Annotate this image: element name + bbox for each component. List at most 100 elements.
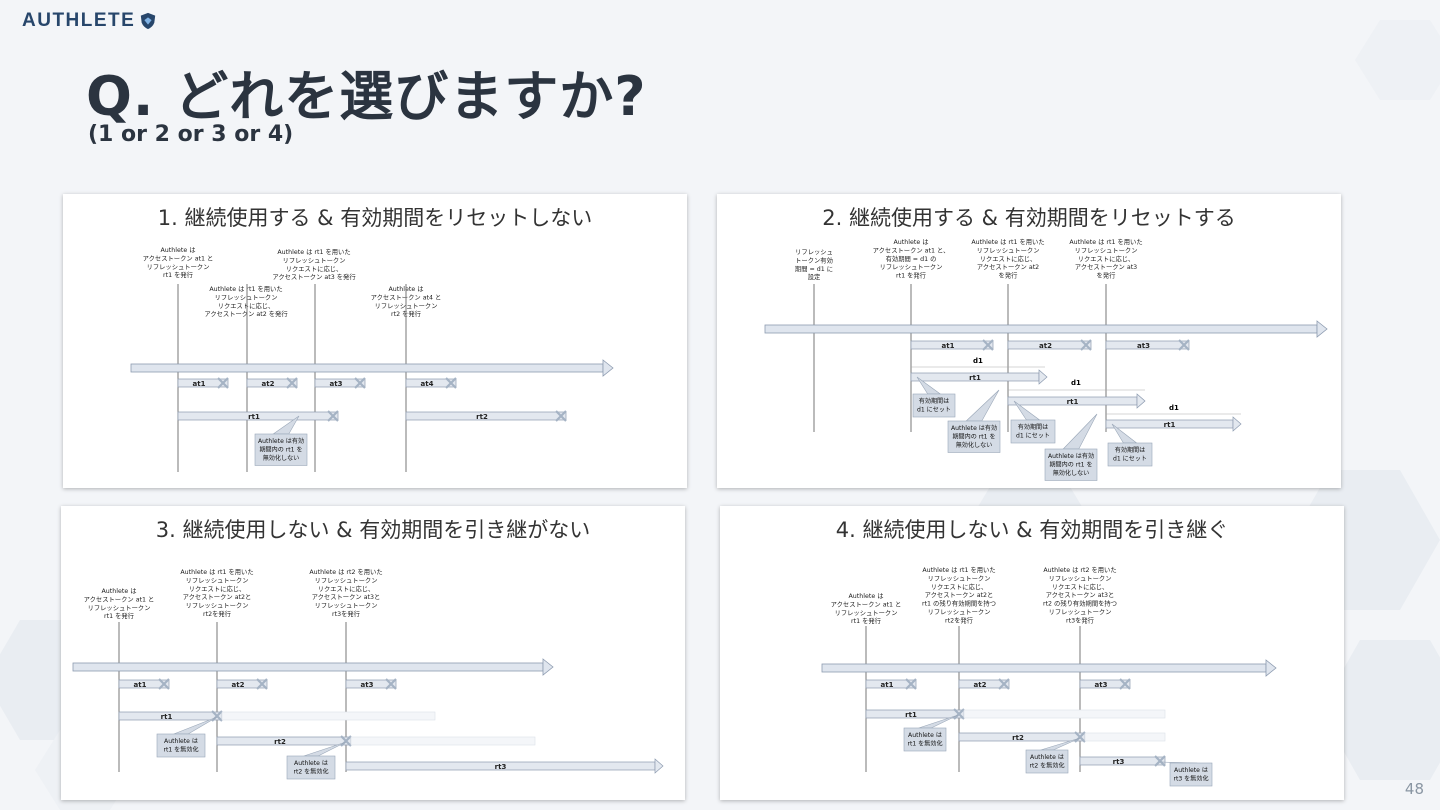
token-bar: rt2 bbox=[958, 731, 1086, 743]
token-label: rt1 bbox=[248, 413, 260, 421]
event-note: Authlete は rt1 を用いたリフレッシュトークンリクエストに応じ、アク… bbox=[272, 248, 356, 281]
callout-text: Authlete は有効期間内の rt1 を無効化しない bbox=[1048, 452, 1094, 477]
token-bar: at1 bbox=[910, 339, 994, 351]
timeline-arrow bbox=[821, 659, 1277, 677]
event-note: Authlete は rt1 を用いたリフレッシュトークンリクエストに応じ、アク… bbox=[180, 568, 253, 618]
duration-label: d1 bbox=[973, 357, 983, 365]
event-note: リフレッシュトークン有効期間 = d1 に設定 bbox=[795, 248, 833, 281]
expire-x-icon bbox=[340, 735, 352, 747]
token-bar bbox=[1084, 732, 1166, 742]
expire-x-icon bbox=[555, 410, 567, 422]
expire-x-icon bbox=[354, 377, 366, 389]
token-bar: rt2 bbox=[405, 410, 567, 422]
event-note: Authlete は rt1 を用いたリフレッシュトークンリクエストに応じ、アク… bbox=[922, 566, 996, 624]
option-2-title: 2. 継続使用する & 有効期間をリセットする bbox=[822, 206, 1236, 230]
duration-label: d1 bbox=[1169, 404, 1179, 412]
token-bar: rt1 bbox=[118, 710, 223, 722]
expire-x-icon bbox=[998, 678, 1010, 690]
expire-x-icon bbox=[256, 678, 268, 690]
expire-x-icon bbox=[1074, 731, 1086, 743]
duration-label: d1 bbox=[1071, 379, 1081, 387]
token-label: at3 bbox=[1137, 342, 1150, 350]
expire-x-icon bbox=[1178, 339, 1190, 351]
expire-x-icon bbox=[211, 710, 223, 722]
token-label: rt3 bbox=[495, 763, 507, 771]
token-label: at3 bbox=[330, 380, 343, 388]
token-label: at2 bbox=[1039, 342, 1052, 350]
token-bar: at3 bbox=[1105, 339, 1190, 351]
token-bar: at2 bbox=[216, 678, 268, 690]
option-3-panel: 3. 継続使用しない & 有効期間を引き継がない Authlete はアクセスト… bbox=[61, 506, 685, 800]
token-label: rt1 bbox=[905, 711, 917, 719]
token-bar: at1 bbox=[118, 678, 170, 690]
option-1-title: 1. 継続使用する & 有効期間をリセットしない bbox=[157, 206, 593, 230]
token-label: at2 bbox=[232, 681, 245, 689]
option-3-title: 3. 継続使用しない & 有効期間を引き継がない bbox=[155, 518, 591, 542]
token-label: at2 bbox=[974, 681, 987, 689]
event-note: Authlete は rt1 を用いたリフレッシュトークンリクエストに応じ、アク… bbox=[204, 285, 288, 318]
callout-text: Authlete は有効期間内の rt1 を無効化しない bbox=[951, 424, 997, 449]
token-bar: rt1 bbox=[1105, 416, 1242, 432]
token-label: at4 bbox=[421, 380, 434, 388]
slide-title: Q. どれを選びますか? bbox=[86, 65, 647, 128]
expire-x-icon bbox=[1119, 678, 1131, 690]
token-bar bbox=[963, 709, 1166, 719]
token-label: rt2 bbox=[476, 413, 488, 421]
token-label: at1 bbox=[134, 681, 147, 689]
expire-x-icon bbox=[1080, 339, 1092, 351]
timeline-arrow bbox=[764, 320, 1328, 338]
event-note: Authlete は rt2 を用いたリフレッシュトークンリクエストに応じ、アク… bbox=[309, 568, 382, 618]
token-bar: at3 bbox=[1079, 678, 1131, 690]
token-bar: rt1 bbox=[910, 369, 1048, 385]
option-1-panel: 1. 継続使用する & 有効期間をリセットしない Authlete はアクセスト… bbox=[63, 194, 687, 488]
token-bar: at3 bbox=[345, 678, 397, 690]
token-label: at1 bbox=[942, 342, 955, 350]
callout-box: Authlete は有効期間内の rt1 を無効化しない bbox=[254, 415, 308, 466]
token-bar bbox=[350, 736, 536, 746]
token-label: rt1 bbox=[1067, 398, 1079, 406]
token-bar: at2 bbox=[958, 678, 1010, 690]
expire-x-icon bbox=[905, 678, 917, 690]
expire-x-icon bbox=[953, 708, 965, 720]
token-label: at1 bbox=[193, 380, 206, 388]
expire-x-icon bbox=[982, 339, 994, 351]
token-label: rt2 bbox=[274, 738, 286, 746]
token-bar: at1 bbox=[865, 678, 917, 690]
token-bar: rt3 bbox=[1079, 755, 1166, 767]
token-label: at3 bbox=[361, 681, 374, 689]
token-bar: at4 bbox=[405, 377, 457, 389]
callout-box: Authlete は有効期間内の rt1 を無効化しない bbox=[947, 389, 1001, 453]
timeline-arrow bbox=[130, 359, 614, 377]
event-note: Authlete は rt1 を用いたリフレッシュトークンリクエストに応じ、アク… bbox=[971, 238, 1044, 280]
token-bar: rt3 bbox=[345, 758, 664, 774]
token-bar: rt2 bbox=[216, 735, 352, 747]
event-note: Authlete は rt1 を用いたリフレッシュトークンリクエストに応じ、アク… bbox=[1069, 238, 1142, 280]
token-label: at3 bbox=[1095, 681, 1108, 689]
slide-subtitle: (1 or 2 or 3 or 4) bbox=[88, 122, 294, 147]
expire-x-icon bbox=[217, 377, 229, 389]
token-bar: at2 bbox=[1007, 339, 1092, 351]
callout-text: Authlete は有効期間内の rt1 を無効化しない bbox=[258, 437, 304, 462]
timeline-arrow bbox=[72, 658, 554, 676]
